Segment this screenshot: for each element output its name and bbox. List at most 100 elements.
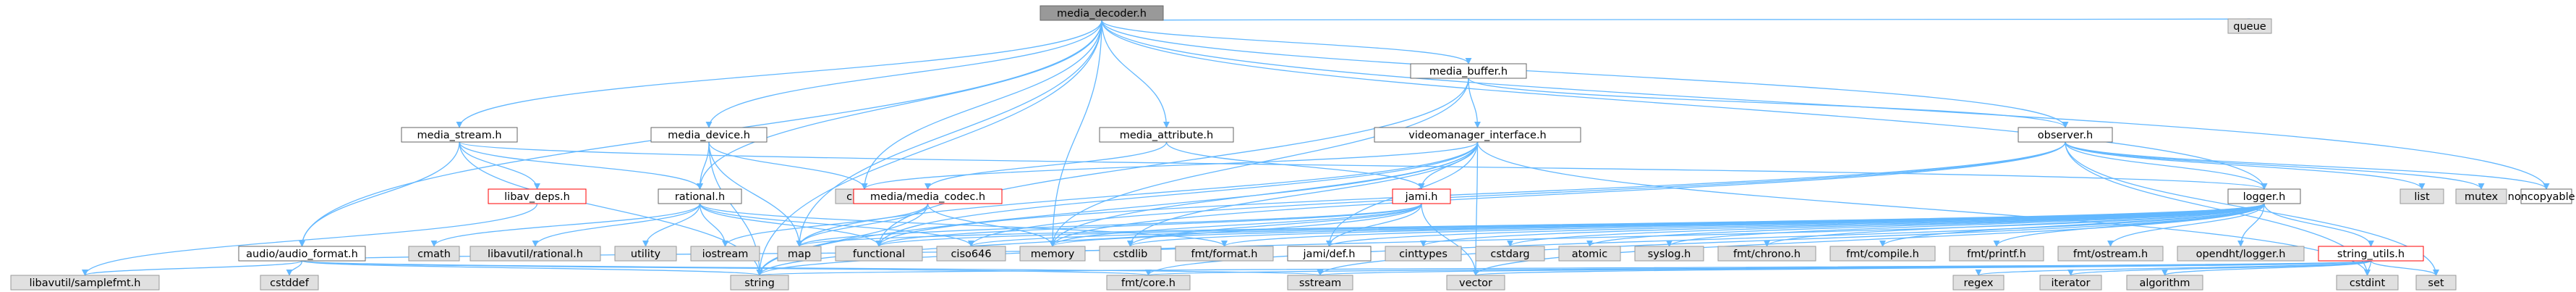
node-string-utils[interactable]: string_utils.h	[2318, 246, 2424, 262]
node-queue: queue	[2227, 18, 2272, 34]
node-box	[614, 246, 677, 262]
node-jami[interactable]: jami.h	[1392, 188, 1451, 204]
node-rational[interactable]: rational.h	[658, 188, 742, 204]
node-ciso646: ciso646	[936, 246, 1006, 262]
edge-string_utils-to-string	[757, 260, 2372, 276]
node-libav-deps[interactable]: libav_deps.h	[488, 188, 587, 204]
edge-jami-to-memory	[1049, 203, 1422, 247]
node-box	[1099, 127, 1234, 143]
edge-logger-to-string_utils	[2263, 203, 2375, 247]
edge-jami-to-functional	[875, 203, 1422, 247]
node-cstdint: cstdint	[2336, 275, 2399, 291]
node-cmath: cmath	[408, 246, 460, 262]
edge-jami-to-vector	[1421, 203, 1479, 276]
node-box	[690, 246, 760, 262]
edge-jami-to-cstdlib	[1127, 203, 1422, 247]
edge-audio_format-to-sstream	[301, 260, 1323, 276]
node-label: videomanager_interface.h	[1408, 130, 1547, 141]
edge-observer-to-noncopyable	[2065, 141, 2550, 190]
node-observer[interactable]: observer.h	[2018, 127, 2113, 143]
node-label: iterator	[2052, 278, 2091, 289]
node-label: cstddef	[270, 278, 310, 289]
node-iostream: iostream	[690, 246, 760, 262]
node-label: string_utils.h	[2337, 249, 2405, 260]
node-atomic: atomic	[1558, 246, 1621, 262]
edge-rational-to-cmath	[430, 203, 701, 247]
node-box	[2177, 246, 2305, 262]
node-media-decoder[interactable]: media_decoder.h	[1040, 5, 1164, 21]
node-media-stream[interactable]: media_stream.h	[401, 127, 518, 143]
node-audio-format[interactable]: audio/audio_format.h	[238, 246, 366, 262]
node-label: syslog.h	[1648, 249, 1691, 260]
node-mutex: mutex	[2455, 188, 2507, 204]
node-box	[1287, 275, 1353, 291]
node-media-buffer[interactable]: media_buffer.h	[1410, 63, 1527, 79]
node-box	[1949, 246, 2044, 262]
node-vector: vector	[1446, 275, 1505, 291]
edge-rational-to-iostream	[699, 203, 729, 247]
edge-videomanager_interface-to-cstdlib	[1127, 141, 1479, 247]
edge-logger-to-vector	[1472, 203, 2265, 276]
node-label: observer.h	[2038, 130, 2093, 141]
node-label: fmt/format.h	[1191, 249, 1258, 260]
edge-media_decoder-to-logger	[1101, 20, 2268, 190]
node-media-attribute[interactable]: media_attribute.h	[1099, 127, 1234, 143]
node-box	[1175, 246, 1274, 262]
node-label: opendht/logger.h	[2196, 249, 2286, 260]
node-logger[interactable]: logger.h	[2227, 188, 2301, 204]
edge-audio_format-to-fmt_core	[301, 260, 1152, 276]
node-label: set	[2428, 278, 2444, 289]
node-label: memory	[1031, 249, 1075, 260]
edge-media_stream-to-audio_format	[298, 141, 460, 247]
node-label: media/media_codec.h	[870, 191, 985, 203]
node-box	[2126, 275, 2203, 291]
edge-media_decoder-to-media_attribute	[1101, 20, 1170, 128]
node-label: fmt/ostream.h	[2073, 249, 2148, 260]
node-box	[488, 188, 587, 204]
edge-libav_deps-to-libavutil_samplefmt	[82, 203, 538, 276]
edge-string_utils-to-cstdint	[2363, 260, 2372, 276]
node-label: fmt/core.h	[1121, 278, 1176, 289]
node-label: functional	[853, 249, 905, 260]
edge-logger-to-fmt_ostream	[2107, 203, 2265, 247]
node-media-codec[interactable]: media/media_codec.h	[853, 188, 1003, 204]
edge-logger-to-atomic	[1586, 203, 2265, 247]
node-box	[401, 127, 518, 143]
node-cstdarg: cstdarg	[1475, 246, 1545, 262]
node-opendht-logger: opendht/logger.h	[2177, 246, 2305, 262]
node-box	[1106, 275, 1191, 291]
edge-media_decoder-to-observer	[1101, 20, 2069, 128]
edge-string_utils-to-fmt_core	[1146, 260, 2372, 276]
node-box	[1829, 246, 1936, 262]
node-libavutil-samplefmt: libavutil/samplefmt.h	[10, 275, 160, 291]
node-label: jami/def.h	[1303, 249, 1356, 260]
node-noncopyable[interactable]: noncopyable.h	[2508, 188, 2576, 204]
node-label: list	[2414, 191, 2430, 203]
node-label: fmt/compile.h	[1846, 249, 1919, 260]
node-map: map	[777, 246, 822, 262]
node-jami-def[interactable]: jami/def.h	[1287, 246, 1372, 262]
node-box	[2415, 275, 2457, 291]
edge-string_utils-to-set	[2370, 260, 2439, 276]
node-videomanager-interface[interactable]: videomanager_interface.h	[1374, 127, 1581, 143]
edge-logger-to-memory	[1049, 203, 2265, 247]
node-label: cstdlib	[1113, 249, 1148, 260]
edge-videomanager_interface-to-jami	[1418, 141, 1479, 190]
edge-logger-to-sstream	[1317, 203, 2265, 276]
node-label: sstream	[1299, 278, 1341, 289]
edge-observer-to-functional	[875, 141, 2066, 247]
edge-media_codec-to-map	[796, 203, 929, 247]
node-box	[1019, 246, 1086, 262]
node-media-device[interactable]: media_device.h	[650, 127, 768, 143]
node-label: ciso646	[951, 249, 991, 260]
node-utility: utility	[614, 246, 677, 262]
node-label: string	[744, 278, 775, 289]
node-label: media_device.h	[668, 130, 750, 141]
node-label: media_stream.h	[417, 130, 501, 141]
node-string: string	[730, 275, 789, 291]
edge-media_codec-to-iostream	[722, 203, 929, 247]
node-label: atomic	[1572, 249, 1608, 260]
node-box	[1385, 246, 1462, 262]
node-box	[2039, 275, 2102, 291]
